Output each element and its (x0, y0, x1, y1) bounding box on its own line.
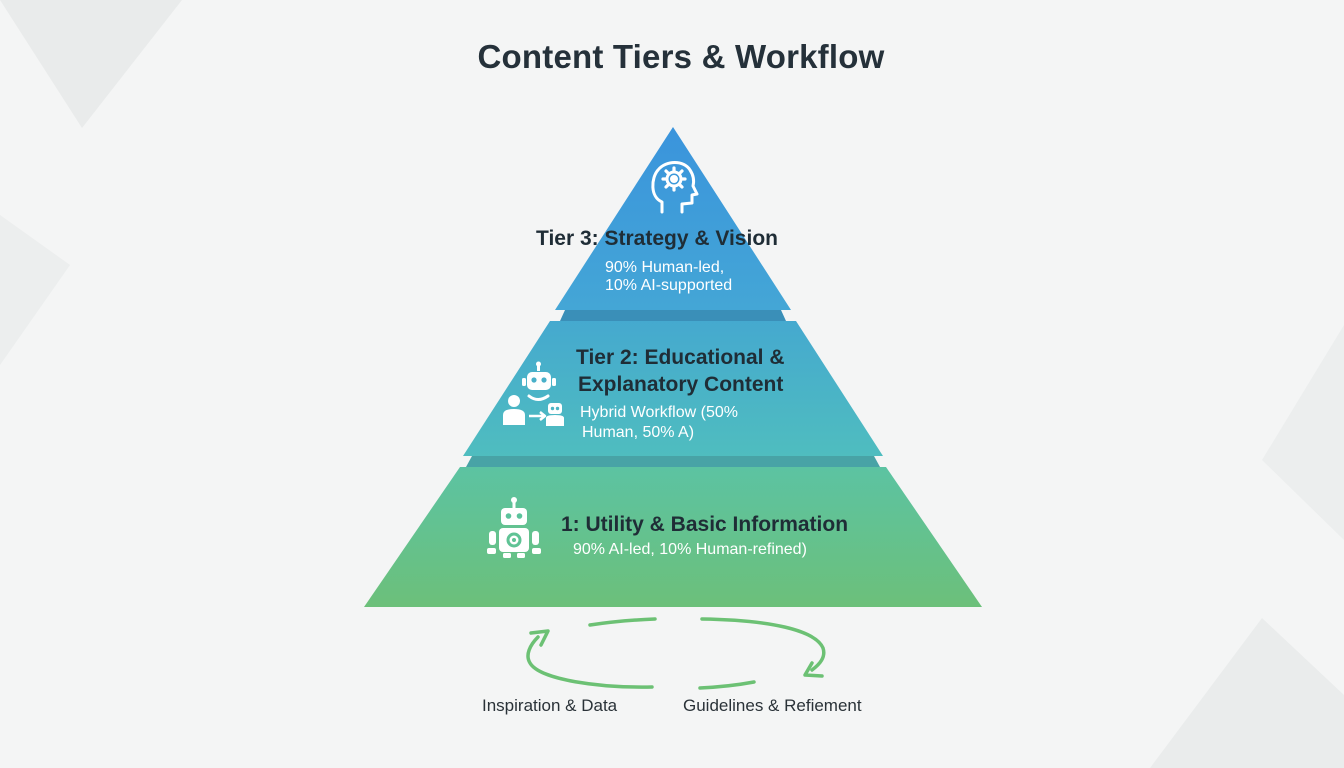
tier-3-desc-line-2: 10% AI-supported (605, 277, 733, 294)
page-title: Content Tiers & Workflow (477, 38, 885, 75)
tier-gap-lower (466, 456, 880, 467)
tier-gap-upper (560, 310, 786, 321)
cycle-arrow-left-head (529, 629, 550, 647)
cycle-arrow-top (588, 617, 657, 627)
robot-icon (487, 497, 541, 558)
tier-2-shape (463, 321, 883, 456)
tier-1-title: 1: Utility & Basic Information (561, 513, 849, 536)
cycle-arrow-bottom (698, 680, 756, 690)
tier-2-desc-line-1: Hybrid Workflow (50% (580, 404, 738, 421)
tier-3-desc-line-1: 90% Human-led, (605, 259, 725, 276)
tier-1-shape (364, 467, 982, 607)
cycle-arrow-left (526, 635, 654, 689)
cycle-arrow-right-head (803, 661, 824, 678)
cycle-label-left: Inspiration & Data (482, 696, 618, 715)
tier-2-title-line-2: Explanatory Content (578, 373, 784, 396)
tier-3-title: Tier 3: Strategy & Vision (536, 227, 778, 250)
tier-2-desc-line-2: Human, 50% A) (582, 424, 695, 441)
human-head-gear-icon (651, 161, 699, 214)
workflow-cycle (526, 617, 826, 690)
tier-1-desc: 90% AI-led, 10% Human-refined) (573, 541, 807, 558)
cycle-label-right: Guidelines & Refiement (683, 696, 862, 715)
human-robot-collaboration-icon (503, 361, 564, 426)
tier-2-title-line-1: Tier 2: Educational & (576, 346, 785, 369)
cycle-arrow-right (700, 617, 826, 672)
tier-3-shape (555, 127, 791, 310)
